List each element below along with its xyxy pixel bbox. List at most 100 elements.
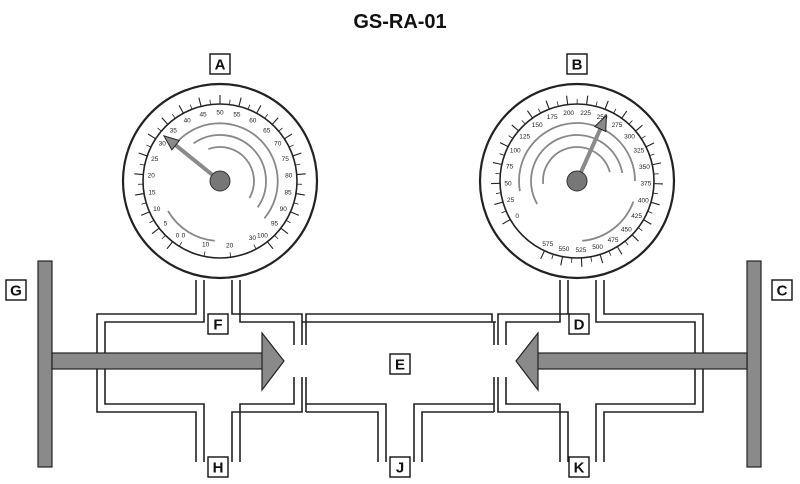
gauge-b-tick-label: 475 bbox=[608, 237, 619, 244]
gauge-a-tick-label: 35 bbox=[170, 128, 178, 135]
gauge-b-tick-label: 0 bbox=[515, 213, 519, 220]
gauge-b-tick-label: 450 bbox=[621, 227, 632, 234]
gauge-b-tick-mark bbox=[641, 135, 646, 139]
gauge-b-tick-mark bbox=[560, 256, 564, 266]
label-c-box: C bbox=[771, 279, 793, 301]
gauge-b-tick-mark bbox=[540, 250, 545, 260]
gauge-b-tick-mark bbox=[595, 101, 598, 107]
gauge-b-tick-label: 550 bbox=[559, 246, 570, 253]
label-e: E bbox=[395, 357, 405, 374]
gauge-a-inner-tick-label: 30 bbox=[249, 235, 257, 242]
gauge-a-tick-mark bbox=[178, 105, 184, 114]
gauge-a-inner-tick-mark bbox=[178, 241, 183, 247]
gauge-a-needle-tip bbox=[162, 134, 181, 151]
left-piston-rod bbox=[51, 352, 265, 370]
cylinder-pipework bbox=[96, 280, 704, 462]
gauge-a-tick-label: 20 bbox=[148, 173, 156, 180]
gauge-a-tick-mark bbox=[266, 241, 274, 250]
gauge-a-tick-label: 5 bbox=[164, 221, 168, 228]
gauge-a-tick-mark bbox=[161, 235, 166, 240]
gauge-b-dial-arc bbox=[530, 134, 624, 205]
gauge-a-tick-mark bbox=[247, 104, 251, 110]
gauge-b-tick-mark bbox=[551, 254, 554, 260]
gauge-b-tick-mark bbox=[650, 201, 660, 206]
gauge-a-tick-mark bbox=[284, 133, 293, 140]
gauge-b-tick-mark bbox=[599, 254, 604, 264]
gauge-a-tick-mark bbox=[146, 144, 152, 148]
gauge-a-tick-mark bbox=[264, 114, 268, 119]
gauge-a-inner-tick-mark bbox=[229, 252, 232, 258]
gauge-b-tick-mark bbox=[647, 210, 653, 214]
gauge-b-tick-label: 125 bbox=[519, 133, 530, 140]
gauge-b-tick-label: 325 bbox=[633, 148, 644, 155]
label-j-box: J bbox=[389, 456, 411, 478]
label-j: J bbox=[396, 460, 404, 477]
gauge-b-tick-mark bbox=[649, 153, 655, 157]
label-d-box: D bbox=[568, 313, 590, 335]
gauge-a-tick-mark bbox=[141, 202, 147, 205]
gauge-b-tick-mark bbox=[556, 101, 559, 107]
gauge-a-tick-mark bbox=[157, 127, 162, 132]
gauge-a-inner-tick-label: 0 bbox=[182, 233, 186, 240]
gauge-a-tick-label: 55 bbox=[233, 111, 241, 118]
right-piston-rod bbox=[535, 352, 748, 370]
gauge-b-tick-label: 50 bbox=[504, 180, 512, 187]
gauge-a-tick-label: 10 bbox=[153, 206, 161, 213]
gauge-b-tick-label: 175 bbox=[547, 114, 558, 121]
gauge-b-tick-mark bbox=[494, 201, 504, 206]
gauge-a-tick-label: 25 bbox=[151, 156, 159, 163]
gauge-b-tick-label: 200 bbox=[563, 110, 574, 117]
gauge-b-tick-mark bbox=[638, 227, 643, 231]
gauge-b-tick-label: 75 bbox=[506, 163, 514, 170]
gauge-a-tick-mark bbox=[295, 163, 301, 166]
gauge-a-tick-mark bbox=[293, 202, 299, 205]
gauge-a-tick-mark bbox=[238, 97, 242, 107]
gauge-b-tick-mark bbox=[537, 108, 542, 114]
gauge-b-tick-label: 500 bbox=[592, 244, 603, 251]
gauge-a-inner-tick-mark bbox=[253, 244, 257, 250]
gauge-b-tick-mark bbox=[492, 162, 502, 166]
gauge-a-tick-mark bbox=[292, 152, 302, 157]
gauge-b-tick-mark bbox=[631, 234, 639, 242]
gauge-a-tick-mark bbox=[256, 105, 262, 114]
left-piston-head bbox=[37, 260, 53, 468]
gauge-b-tick-mark bbox=[502, 219, 511, 225]
gauge-a-tick-mark bbox=[286, 219, 291, 224]
left-piston bbox=[37, 260, 285, 468]
gauge-a-tick-mark bbox=[280, 227, 289, 235]
gauge-a-tick-label: 100 bbox=[257, 233, 268, 240]
gauge-a-tick-label: 80 bbox=[285, 173, 293, 180]
gauge-a-tick-mark bbox=[147, 133, 156, 140]
label-a-box: A bbox=[209, 53, 231, 75]
gauge-b-tick-mark bbox=[495, 192, 501, 194]
label-a: A bbox=[215, 57, 226, 74]
gauge-b-tick-mark bbox=[511, 124, 519, 132]
left-piston-arrowhead bbox=[261, 331, 285, 392]
gauge-a-tick-mark bbox=[161, 117, 169, 125]
gauge-a-tick-label: 50 bbox=[216, 109, 224, 116]
gauge-a-tick-label: 90 bbox=[280, 206, 288, 213]
gauge-a-inner-tick-label: 10 bbox=[202, 241, 210, 248]
gauge-a-tick-label: 65 bbox=[263, 128, 271, 135]
gauge-a-tick-mark bbox=[166, 241, 174, 250]
gauge-a-tick-mark bbox=[149, 219, 154, 224]
gauge-a-tick-mark bbox=[295, 193, 305, 196]
gauge-a-tick-mark bbox=[134, 173, 144, 176]
label-k: K bbox=[574, 460, 585, 477]
gauge-a-tick-mark bbox=[138, 152, 148, 157]
gauge-b-tick-mark bbox=[628, 120, 633, 125]
gauge-a-tick-label: 75 bbox=[282, 156, 290, 163]
gauge-a-tick-mark bbox=[229, 99, 231, 105]
gauge-a-tick-label: 45 bbox=[199, 111, 207, 118]
gauge-b-tick-label: 400 bbox=[638, 197, 649, 204]
gauge-b-tick-mark bbox=[652, 192, 659, 195]
gauge-a-tick-mark bbox=[271, 117, 279, 125]
right-piston-head bbox=[746, 260, 762, 468]
gauge-a-tick-label: 40 bbox=[184, 118, 192, 125]
gauge-a-tick-mark bbox=[290, 211, 300, 216]
diagram-title: GS-RA-01 bbox=[353, 11, 446, 33]
gauge-b-tick-mark bbox=[586, 95, 589, 105]
